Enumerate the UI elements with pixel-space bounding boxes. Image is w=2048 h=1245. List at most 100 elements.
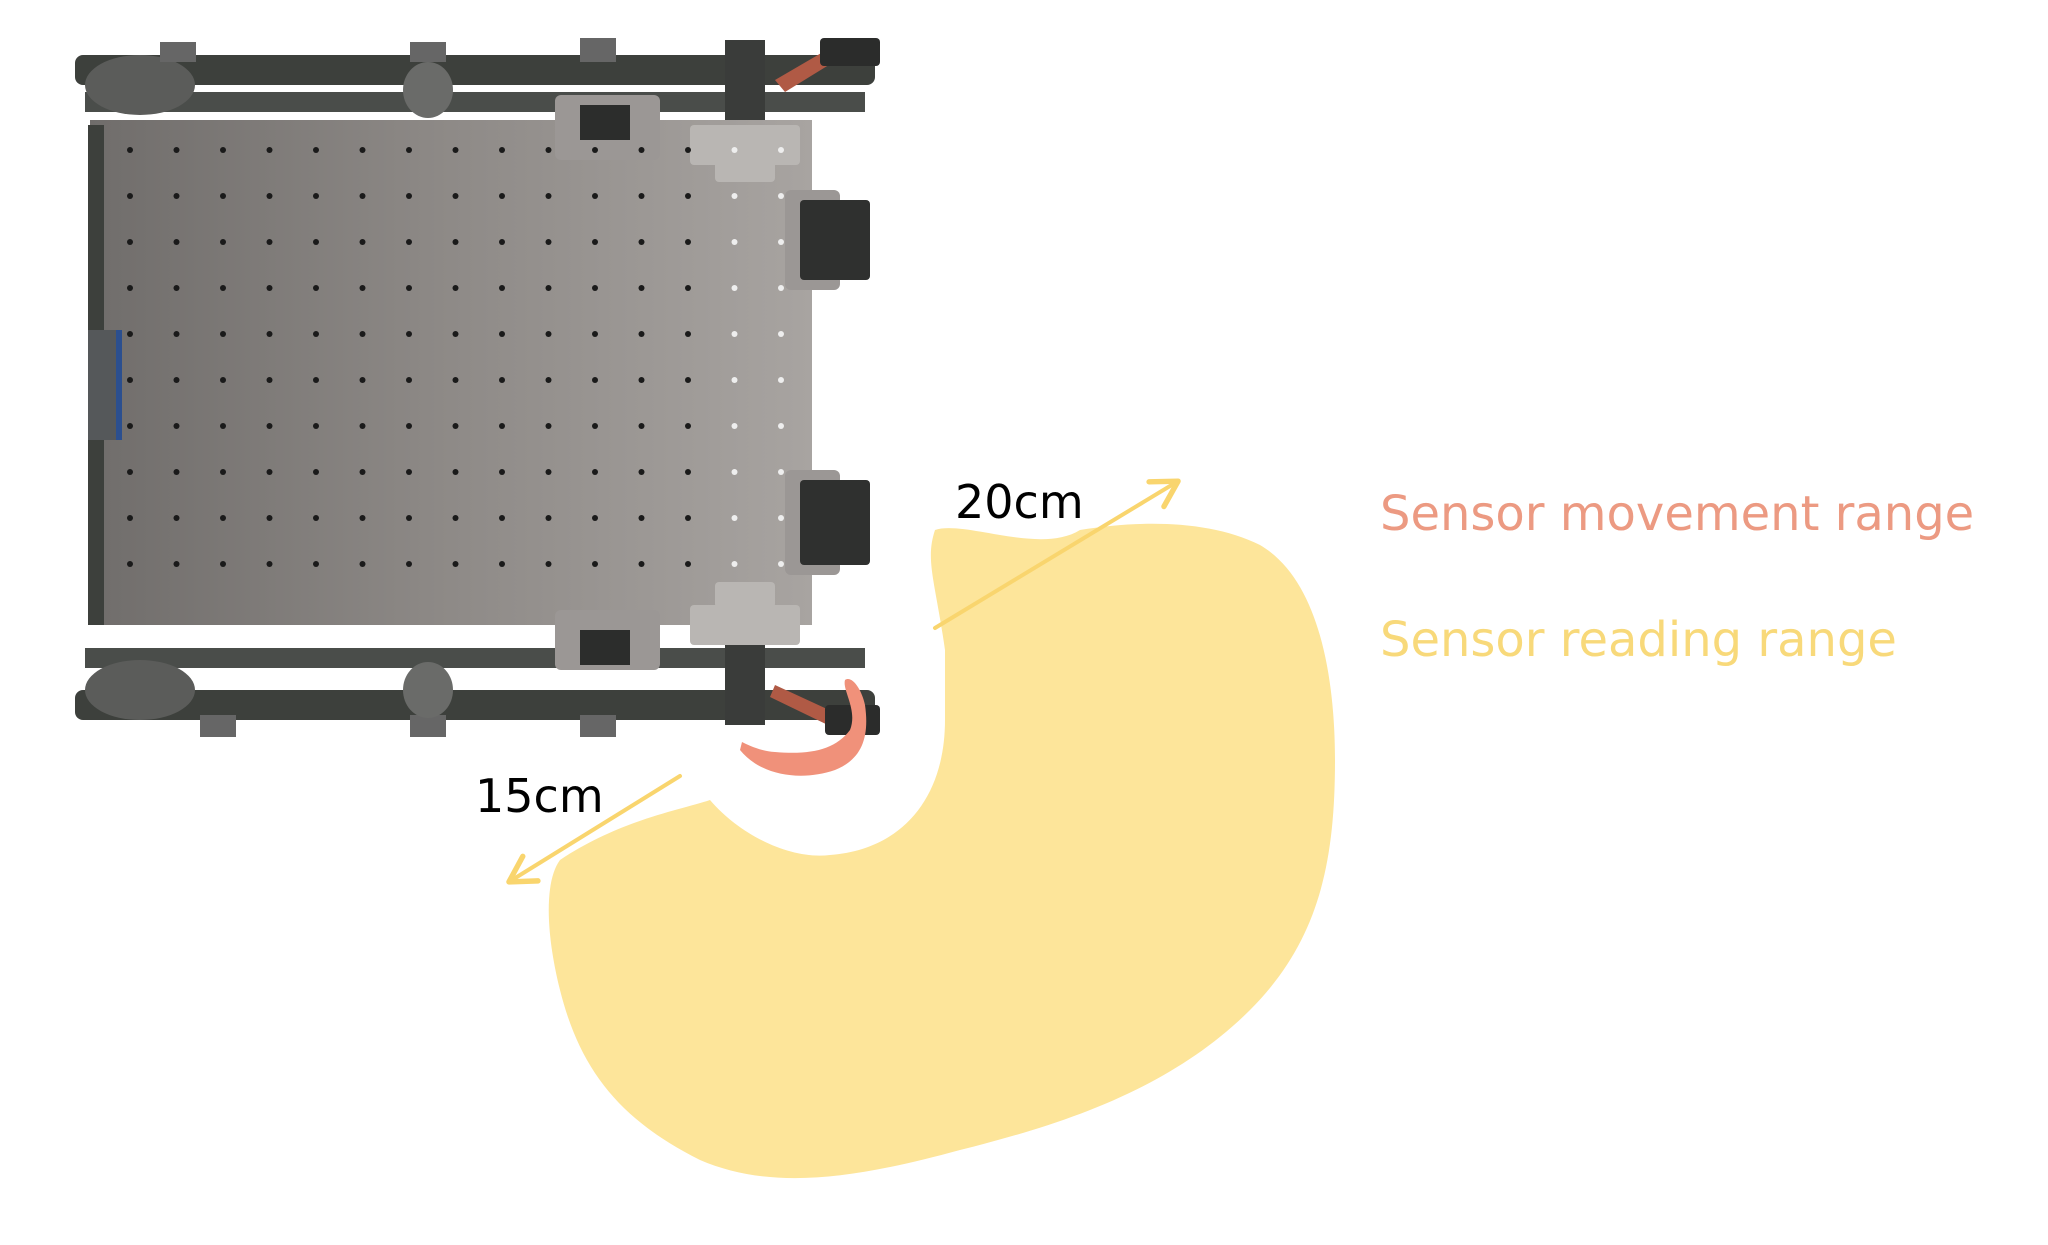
plate-hole — [360, 423, 366, 429]
plate-hole — [546, 423, 552, 429]
plate-hole — [360, 515, 366, 521]
bottom-motor-block — [725, 640, 765, 725]
plate-hole — [732, 423, 738, 429]
plate-hole — [267, 239, 273, 245]
right-sensor-lower — [800, 480, 870, 565]
plate-hole — [546, 239, 552, 245]
plate-hole — [778, 561, 784, 567]
plate-hole — [360, 147, 366, 153]
plate-hole — [313, 193, 319, 199]
plate-hole — [127, 423, 133, 429]
bottom-sensor-mount-face — [580, 630, 630, 665]
top-mid-pulley — [403, 62, 453, 118]
plate-hole — [546, 285, 552, 291]
plate-hole — [453, 377, 459, 383]
plate-hole — [127, 469, 133, 475]
plate-hole — [732, 147, 738, 153]
top-right-bracket-lower — [715, 160, 775, 182]
plate-hole — [220, 147, 226, 153]
plate-hole — [546, 515, 552, 521]
plate-hole — [592, 147, 598, 153]
plate-hole — [732, 469, 738, 475]
chassis-left-mount — [88, 330, 116, 440]
plate-hole — [499, 331, 505, 337]
plate-hole — [778, 193, 784, 199]
plate-hole — [685, 423, 691, 429]
plate-hole — [174, 377, 180, 383]
plate-hole — [546, 561, 552, 567]
plate-hole — [453, 331, 459, 337]
plate-hole — [453, 239, 459, 245]
plate-hole — [499, 193, 505, 199]
plate-hole — [778, 331, 784, 337]
plate-hole — [127, 193, 133, 199]
plate-hole — [639, 285, 645, 291]
plate-hole — [778, 285, 784, 291]
plate-hole — [127, 147, 133, 153]
plate-hole — [174, 193, 180, 199]
plate-hole — [685, 561, 691, 567]
plate-hole — [220, 239, 226, 245]
plate-hole — [360, 561, 366, 567]
legend-movement-label: Sensor movement range — [1380, 486, 1974, 542]
plate-hole — [685, 193, 691, 199]
plate-hole — [406, 423, 412, 429]
plate-hole — [732, 515, 738, 521]
plate-hole — [360, 239, 366, 245]
plate-hole — [499, 423, 505, 429]
chassis-plate — [90, 120, 812, 625]
plate-hole — [639, 147, 645, 153]
plate-hole — [220, 561, 226, 567]
plate-hole — [592, 239, 598, 245]
plate-hole — [592, 423, 598, 429]
plate-hole — [313, 561, 319, 567]
plate-hole — [639, 423, 645, 429]
bottom-hub-2 — [410, 715, 446, 737]
plate-hole — [174, 285, 180, 291]
plate-hole — [499, 377, 505, 383]
plate-hole — [360, 377, 366, 383]
plate-hole — [592, 469, 598, 475]
top-sensor-mount-face — [580, 105, 630, 140]
plate-hole — [267, 193, 273, 199]
plate-hole — [360, 193, 366, 199]
plate-hole — [592, 193, 598, 199]
plate-hole — [732, 239, 738, 245]
top-motor-block — [725, 40, 765, 120]
plate-hole — [499, 285, 505, 291]
plate-hole — [360, 331, 366, 337]
plate-hole — [639, 377, 645, 383]
plate-hole — [453, 423, 459, 429]
plate-hole — [313, 331, 319, 337]
bottom-hub-1 — [200, 715, 236, 737]
plate-hole — [732, 331, 738, 337]
plate-hole — [220, 515, 226, 521]
plate-hole — [453, 193, 459, 199]
dimension-label-15cm: 15cm — [475, 769, 604, 823]
top-hub-2 — [410, 42, 446, 62]
plate-hole — [592, 285, 598, 291]
plate-hole — [220, 331, 226, 337]
plate-hole — [220, 469, 226, 475]
plate-hole — [639, 193, 645, 199]
plate-hole — [174, 331, 180, 337]
plate-hole — [127, 331, 133, 337]
top-hub-3 — [580, 38, 616, 62]
plate-hole — [313, 285, 319, 291]
plate-hole — [406, 147, 412, 153]
plate-hole — [127, 515, 133, 521]
plate-hole — [267, 469, 273, 475]
plate-hole — [127, 285, 133, 291]
bottom-right-bracket — [690, 605, 800, 645]
plate-hole — [778, 377, 784, 383]
plate-hole — [220, 285, 226, 291]
plate-hole — [267, 147, 273, 153]
plate-hole — [220, 377, 226, 383]
top-left-pulley — [85, 55, 195, 115]
plate-hole — [406, 239, 412, 245]
plate-hole — [174, 147, 180, 153]
plate-hole — [406, 469, 412, 475]
plate-hole — [406, 515, 412, 521]
plate-hole — [685, 285, 691, 291]
